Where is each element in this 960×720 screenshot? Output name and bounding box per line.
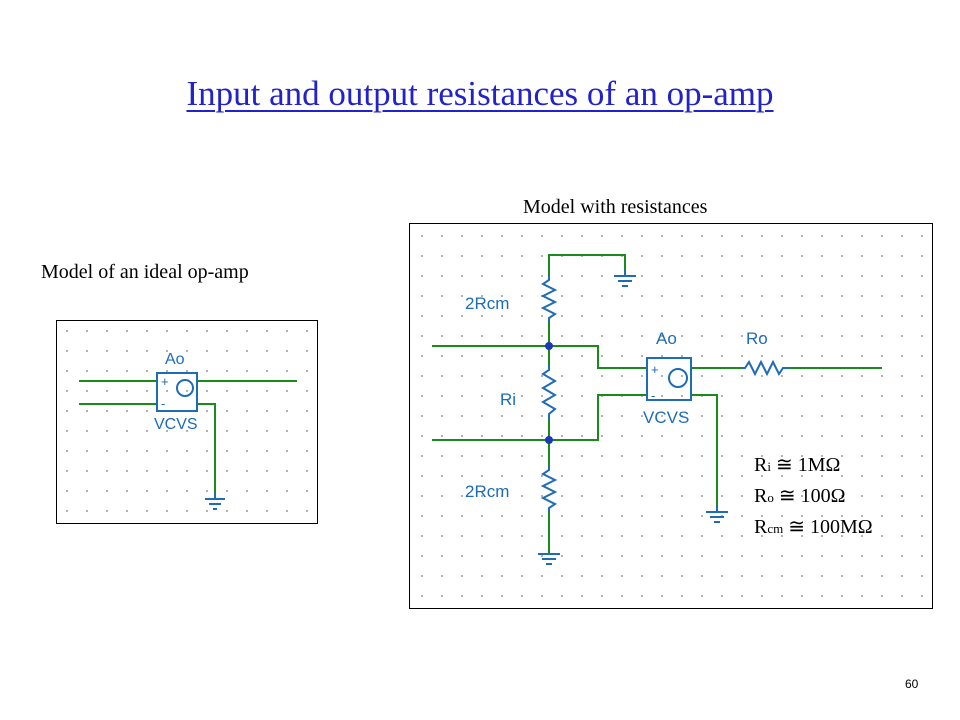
eq-ri: Ri ≅ 1MΩ: [754, 450, 873, 481]
resistance-model-caption: Model with resistances: [523, 196, 708, 218]
label-ri: Ri: [500, 390, 516, 409]
resistance-values: Ri ≅ 1MΩ Ro ≅ 100Ω Rcm ≅ 100MΩ: [754, 450, 873, 543]
resistance-schematic-canvas: 2Rcm Ri 2Rcm Ro Ao VCVS + -: [410, 224, 932, 608]
page-number: 60: [905, 677, 919, 691]
vcvs-source-icon: [668, 368, 688, 388]
eq-value: 100MΩ: [810, 516, 873, 538]
vcvs-label: VCVS: [643, 408, 689, 427]
eq-subscript: i: [767, 459, 771, 474]
wire-node-to-minus: [549, 394, 647, 441]
slide-title: Input and output resistances of an op-am…: [186, 74, 774, 113]
wire-ground: [197, 403, 216, 493]
ideal-schematic-canvas: + - Ao VCVS: [57, 321, 317, 523]
label-ro: Ro: [746, 329, 768, 348]
resistor-ri: [541, 366, 557, 420]
gain-label: Ao: [165, 351, 185, 368]
vcvs-box: [156, 372, 198, 412]
ideal-opamp-schematic: + - Ao VCVS: [56, 320, 318, 524]
resistor-2rcm-top: [540, 276, 558, 322]
eq-symbol: R: [754, 516, 768, 538]
ideal-components: [156, 372, 225, 510]
eq-symbol: R: [754, 454, 768, 476]
label-2rcm-top: 2Rcm: [465, 294, 509, 313]
wire-node-to-plus: [549, 345, 647, 369]
ideal-wires: [79, 380, 297, 493]
eq-rcm: Rcm ≅ 100MΩ: [754, 512, 873, 543]
resistance-components: [538, 270, 789, 565]
eq-relation: ≅: [788, 516, 805, 538]
eq-relation: ≅: [778, 485, 796, 507]
gain-label: Ao: [656, 329, 677, 348]
ideal-model-caption: Model of an ideal op-amp: [41, 261, 249, 283]
vcvs-source-icon: [176, 379, 194, 397]
plus-terminal-sign: +: [651, 362, 659, 377]
plus-terminal-sign: +: [161, 374, 169, 389]
minus-terminal-sign: -: [161, 396, 165, 411]
eq-symbol: R: [754, 485, 768, 507]
resistor-ro: [741, 359, 789, 377]
minus-terminal-sign: -: [651, 388, 655, 403]
junction-dots: [545, 342, 553, 444]
eq-value: 1MΩ: [797, 454, 841, 476]
wire-vcvs-ground: [691, 394, 718, 506]
eq-relation: ≅: [775, 454, 793, 476]
wire-top-ground: [548, 254, 626, 276]
grid-dots: [410, 224, 932, 608]
resistance-opamp-schematic: 2Rcm Ri 2Rcm Ro Ao VCVS + -: [409, 223, 933, 609]
grid-dots: [57, 321, 317, 523]
junction-plus: [545, 342, 553, 350]
eq-subscript: o: [767, 490, 774, 505]
resistor-2rcm-bottom: [540, 466, 558, 512]
vcvs-box: [646, 357, 692, 401]
eq-value: 100Ω: [800, 485, 846, 507]
vcvs-label: VCVS: [154, 416, 198, 433]
label-2rcm-bottom: 2Rcm: [465, 482, 509, 501]
eq-subscript: cm: [767, 521, 784, 536]
junction-minus: [545, 436, 553, 444]
resistance-wires: [432, 254, 882, 554]
eq-ro: Ro ≅ 100Ω: [754, 481, 873, 512]
